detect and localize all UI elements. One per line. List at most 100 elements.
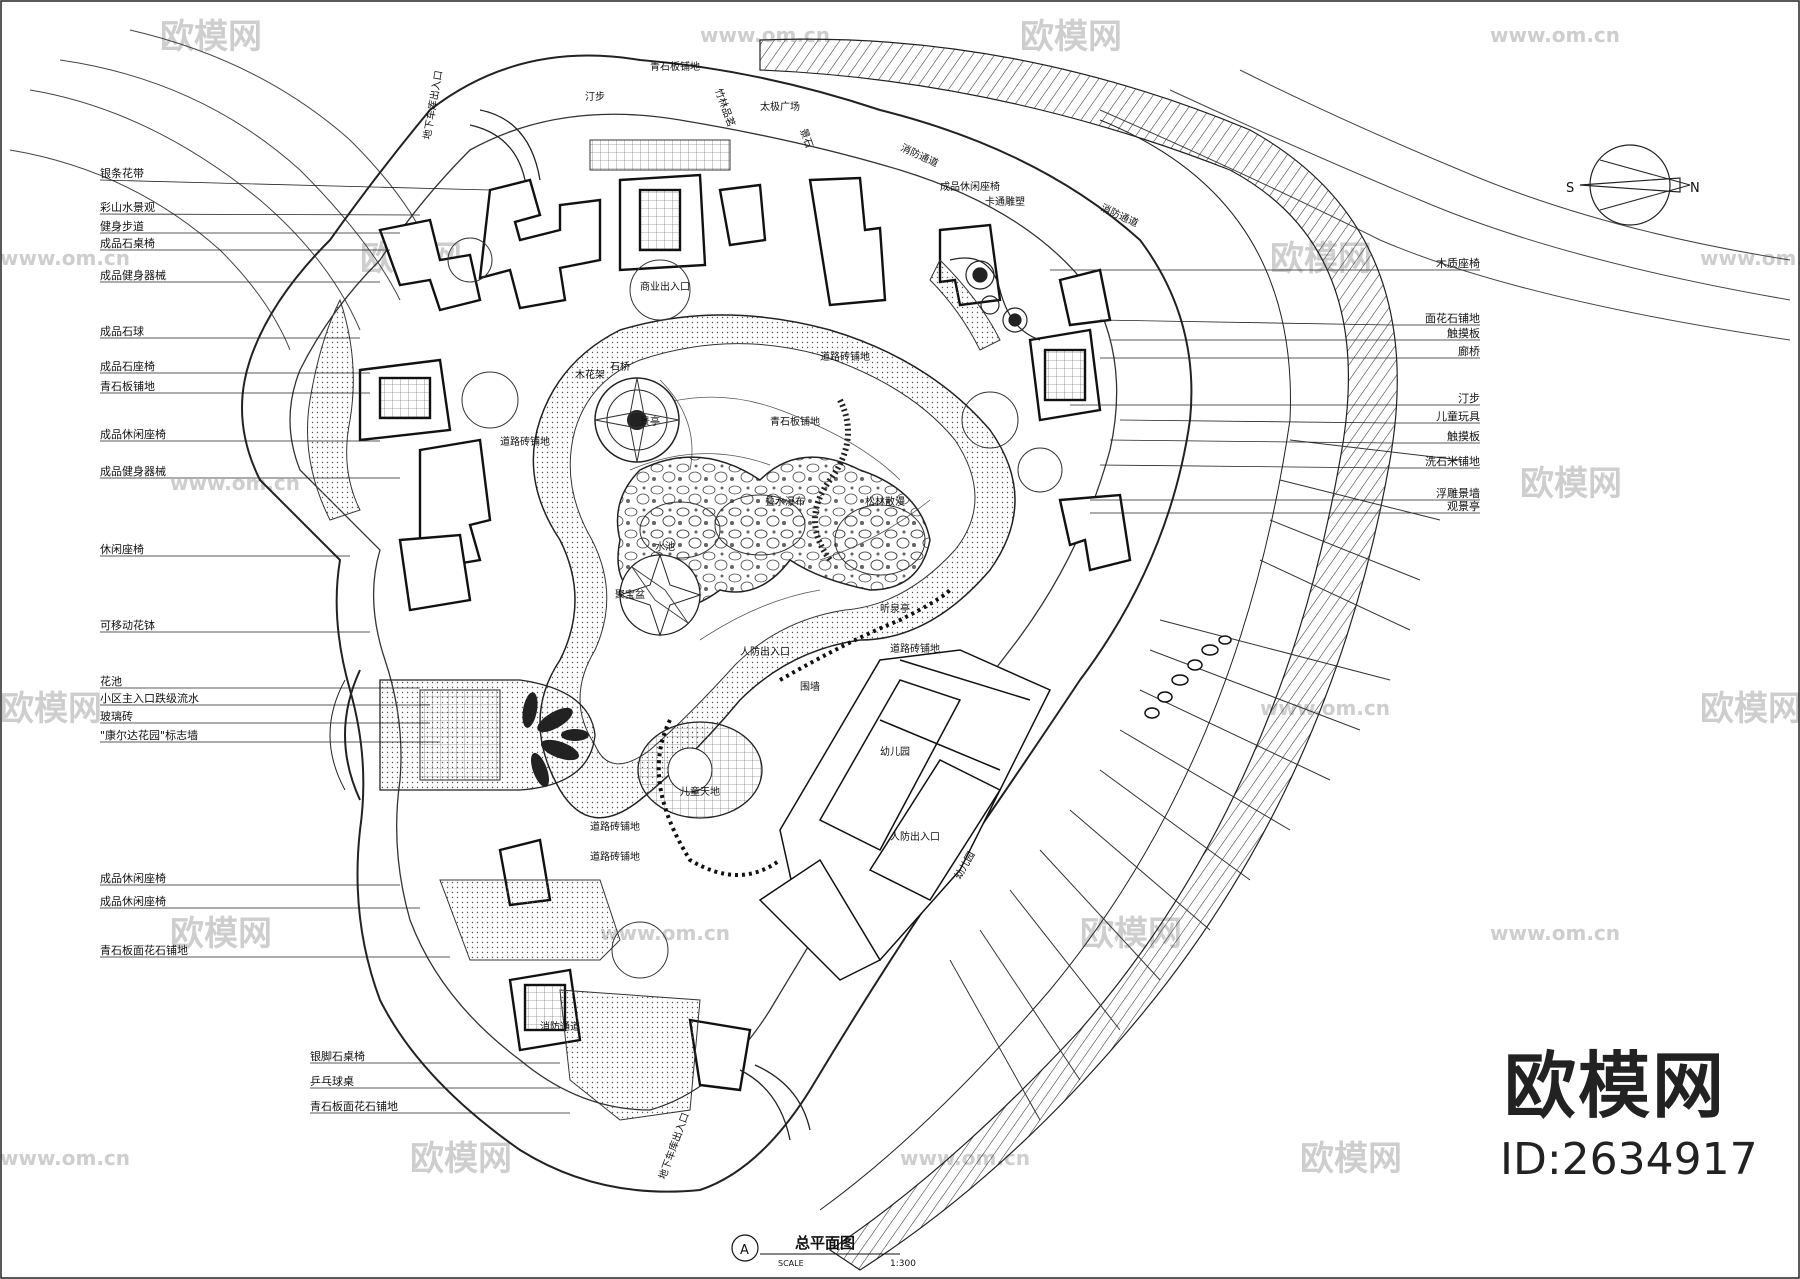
watermark-url: www.om.cn: [170, 471, 300, 495]
paved-courts: [307, 139, 1001, 1121]
watermark: 欧模网: [410, 1139, 512, 1179]
plan-label: 听泉亭: [880, 602, 910, 615]
plan-label: 松林散漫: [865, 495, 905, 508]
callout-label-left: "康尔达花园"标志墙: [100, 728, 198, 742]
leader-line: [1119, 419, 1391, 424]
callout-label-right: 面花石铺地: [1425, 312, 1480, 325]
plan-label: 地下车库出入口: [420, 69, 445, 140]
scale-value: 1:300: [890, 1259, 916, 1269]
callout-label-left: 可移动花钵: [100, 618, 155, 632]
leader-line: [1099, 319, 1391, 326]
title-marker: A: [740, 1243, 749, 1258]
callout-label-left: 小区主入口跌级流水: [100, 691, 199, 705]
brand-id: ID:2634917: [1500, 1133, 1758, 1185]
callout-label-left: 彩山水景观: [100, 201, 155, 214]
callout-label-right: 浮雕景墙: [1436, 486, 1480, 500]
pavilion-rosette: [594, 377, 680, 463]
callout-label-right: 触摸板: [1447, 429, 1480, 443]
plan-label: 地下车库出入口: [656, 1111, 692, 1181]
plan-label: 道路砖铺地: [590, 820, 640, 833]
callout-label-right: 触摸板: [1447, 326, 1480, 340]
callout-label-left: 花池: [100, 675, 122, 688]
callout-label-left: 青石板面花石铺地: [100, 943, 188, 957]
plan-label: 竹林品茗: [712, 87, 738, 129]
callout-label-right: 观景亭: [1447, 499, 1480, 513]
kids-play-area: [637, 588, 952, 877]
plan-label: 儿童天地: [680, 785, 720, 798]
plan-label: 消防通道: [540, 1020, 580, 1033]
callout-label-left: 成品石桌椅: [100, 236, 155, 250]
watermark-url: www.om.cn: [1490, 921, 1620, 945]
title-text: 总平面图: [795, 1234, 855, 1252]
watermark: 欧模网: [160, 17, 262, 57]
watermark-url: www.om.cn: [600, 921, 730, 945]
callout-label-left: 休闲座椅: [100, 542, 144, 556]
plan-label: 道路砖铺地: [890, 642, 940, 655]
callout-label-right: 儿童玩具: [1436, 409, 1480, 423]
plan-label: 水池: [655, 540, 675, 553]
plan-label: 聚宝盆: [615, 588, 645, 601]
watermark: 欧模网: [1700, 689, 1800, 729]
callout-label-left: 银条花带: [100, 166, 144, 180]
callout-label-left: 健身步道: [100, 219, 144, 233]
watermark-url: www.om.cn: [1700, 246, 1800, 270]
callout-label-right: 廊桥: [1458, 344, 1480, 358]
scale-label: SCALE: [778, 1259, 804, 1268]
callout-label-left: 银脚石桌椅: [310, 1049, 365, 1063]
callout-label-left: 成品健身器械: [100, 268, 166, 282]
plan-label: 道路砖铺地: [500, 435, 550, 448]
kindergarten: [758, 649, 1052, 981]
callout-label-left: 成品休闲座椅: [100, 871, 166, 885]
residential-buildings: [358, 173, 1132, 1092]
right-leader-lines: [1050, 269, 1480, 514]
left-leader-lines: [99, 179, 570, 1114]
plan-label: 景亭: [640, 415, 660, 428]
callout-label-left: 乒乓球桌: [310, 1074, 354, 1088]
plan-label: 消防通道: [899, 141, 941, 170]
compass: S N: [1566, 144, 1700, 226]
callout-label-right: 洗石米铺地: [1425, 455, 1480, 468]
water-garden: [616, 398, 931, 609]
plan-label: 太极广场: [760, 100, 800, 113]
plan-label: 商业出入口: [640, 280, 690, 293]
callout-label-left: 成品休闲座椅: [100, 894, 166, 908]
callout-label-left: 玻璃砖: [100, 709, 133, 723]
leader-line: [1109, 439, 1391, 444]
callout-label-left: 成品休闲座椅: [100, 427, 166, 441]
watermark: 欧模网: [1020, 17, 1122, 57]
entrance-plaza: [329, 669, 596, 801]
plan-label: 汀步: [585, 91, 605, 103]
watermark: 欧模网: [170, 914, 272, 954]
plan-label: 成品休闲座椅: [940, 180, 1000, 193]
spiral-garden: [949, 257, 1041, 341]
leader-line: [99, 213, 421, 216]
plan-label: 景石: [797, 127, 815, 150]
watermark: 欧模网: [1520, 464, 1622, 504]
leader-line: [1099, 464, 1391, 469]
callout-label-left: 成品健身器械: [100, 464, 166, 478]
plan-label: 青石板铺地: [770, 415, 820, 428]
plan-label: 叠水瀑布: [765, 496, 805, 508]
callout-label-left: 青石板铺地: [100, 379, 155, 393]
site-boundary: [241, 54, 1193, 1193]
plan-label: 人防出入口: [890, 830, 940, 843]
watermark-url: www.om.cn: [0, 1146, 130, 1170]
left-label-group: 银条花带彩山水景观健身步道成品石桌椅成品健身器械成品石球成品石座椅青石板铺地成品…: [100, 166, 398, 1113]
boulders: [1144, 635, 1232, 719]
plan-label: 石桥: [610, 361, 630, 373]
plan-label: 消防通道: [1099, 201, 1141, 230]
callout-label-right: 木质座椅: [1436, 256, 1480, 270]
plan-label: 围墙: [800, 680, 820, 693]
watermark: 欧模网: [1300, 1139, 1402, 1179]
plan-label: 青石板铺地: [650, 60, 700, 73]
watermark-url: www.om.cn: [1490, 23, 1620, 47]
callout-label-left: 青石板面花石铺地: [310, 1099, 398, 1113]
plan-label: 人防出入口: [740, 645, 790, 658]
watermark: 欧模网: [0, 689, 102, 729]
callout-label-left: 成品石座椅: [100, 359, 155, 373]
plan-label: 道路砖铺地: [590, 850, 640, 863]
star-plaza: [618, 553, 702, 637]
